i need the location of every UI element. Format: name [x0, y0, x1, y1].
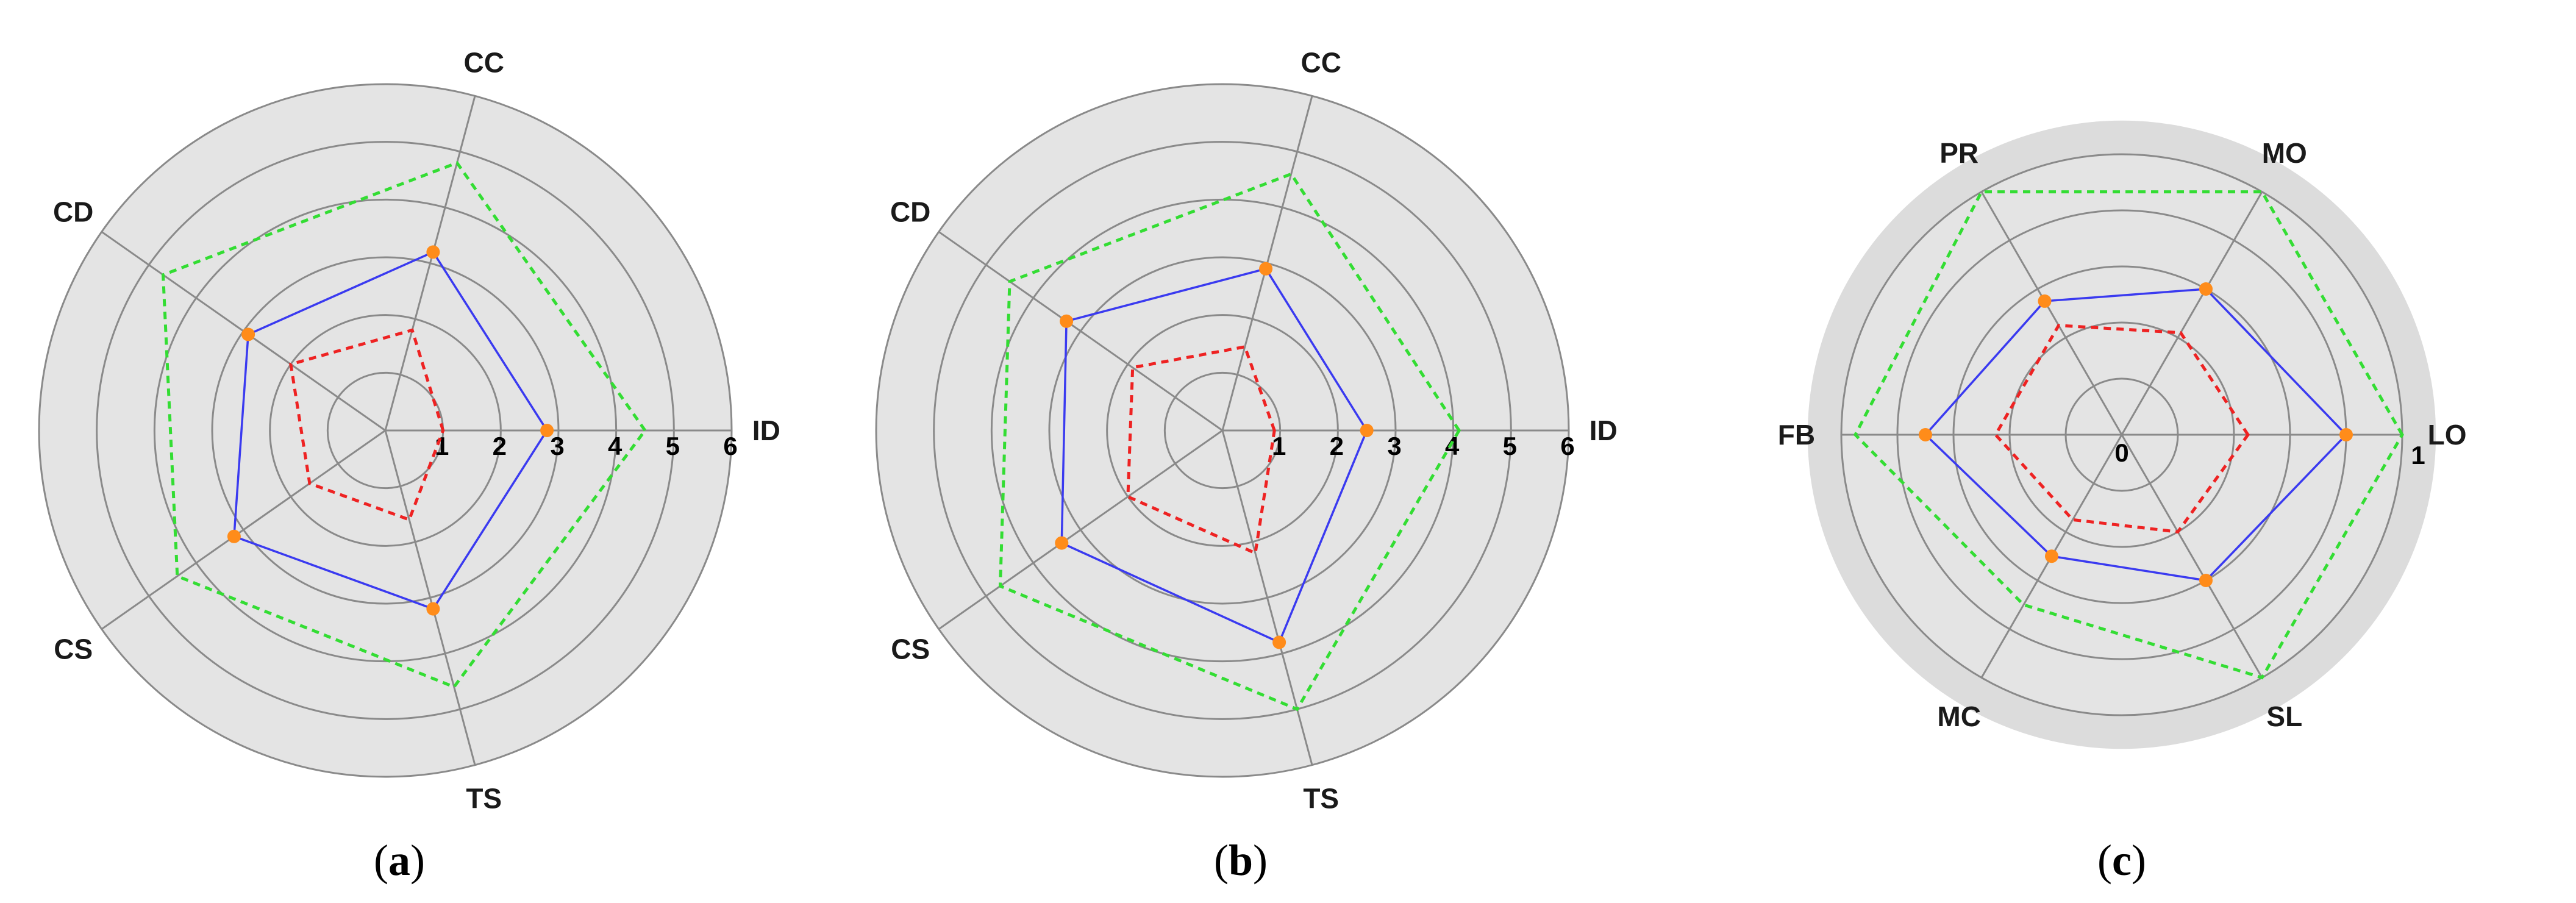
- data-point-marker: [1272, 635, 1286, 649]
- axis-label-cd: CD: [53, 196, 93, 228]
- data-point-marker: [540, 424, 554, 437]
- tick-label: 4: [608, 432, 623, 460]
- data-point-marker: [1055, 536, 1069, 550]
- tick-label: 0: [2114, 438, 2128, 467]
- axis-spoke: [938, 429, 1223, 630]
- data-point-marker: [2199, 282, 2213, 296]
- radar-chart-a: ID CC CD CS TS 1 2 3 4 5 6: [38, 46, 780, 815]
- radar-chart-c: LO MO PR FB MC SL 0 1: [1778, 120, 2467, 749]
- axis-spoke: [938, 230, 1223, 432]
- axis-label-ts: TS: [1303, 783, 1339, 815]
- series-polygon-red: [1126, 344, 1276, 555]
- data-point-marker: [2339, 428, 2353, 441]
- axis-spoke: [2121, 191, 2263, 435]
- axis-label-pr: PR: [1939, 137, 1978, 169]
- axis-spoke: [101, 429, 386, 630]
- axis-spoke: [2121, 434, 2263, 679]
- tick-label: 5: [1503, 432, 1517, 460]
- data-point-marker: [426, 245, 440, 259]
- caption-a: (a): [374, 836, 425, 885]
- axis-spoke: [384, 95, 476, 431]
- axis-label-lo: LO: [2428, 419, 2467, 451]
- data-point-marker: [227, 529, 241, 543]
- axis-label-cc: CC: [1300, 46, 1341, 78]
- series-polygon-green: [998, 172, 1461, 712]
- axis-label-ts: TS: [466, 783, 502, 815]
- series-polygon-blue: [1060, 267, 1368, 644]
- series-polygon-red: [1993, 324, 2250, 534]
- axis-label-cc: CC: [463, 46, 504, 78]
- data-point-marker: [1060, 314, 1074, 328]
- axis-spoke: [384, 430, 476, 766]
- series-polygon-green: [1853, 190, 2404, 680]
- tick-label: 1: [435, 432, 449, 460]
- tick-label: 6: [723, 432, 737, 460]
- axis-spoke: [1980, 191, 2123, 435]
- data-point-marker: [241, 327, 255, 341]
- axis-label-id: ID: [1589, 415, 1618, 446]
- axis-label-cd: CD: [890, 196, 930, 228]
- series-polygon-green: [161, 161, 648, 689]
- axis-label-sl: SL: [2266, 701, 2302, 732]
- caption-a-letter: a: [388, 836, 410, 885]
- data-point-marker: [2045, 549, 2058, 563]
- caption-c: (c): [2097, 836, 2146, 885]
- data-point-marker: [2199, 574, 2213, 587]
- axis-label-cs: CS: [891, 633, 930, 665]
- tick-label: 3: [1387, 432, 1401, 460]
- caption-c-letter: c: [2112, 836, 2132, 885]
- data-point-marker: [426, 602, 440, 616]
- tick-label: 6: [1560, 432, 1574, 460]
- caption-b-letter: b: [1229, 836, 1253, 885]
- tick-label: 2: [493, 432, 507, 460]
- data-point-marker: [1919, 428, 1932, 441]
- data-point-marker: [1360, 424, 1374, 437]
- series-polygon-blue: [233, 251, 549, 610]
- tick-label: 1: [1272, 432, 1286, 460]
- tick-label: 5: [666, 432, 680, 460]
- axis-label-id: ID: [752, 415, 780, 446]
- axis-label-mo: MO: [2262, 137, 2307, 169]
- data-point-marker: [1259, 262, 1273, 276]
- tick-label: 2: [1330, 432, 1344, 460]
- axis-label-fb: FB: [1778, 419, 1815, 451]
- axis-label-mc: MC: [1937, 701, 1981, 732]
- caption-b: (b): [1214, 836, 1268, 885]
- tick-label: 1: [2411, 441, 2425, 469]
- tick-label: 3: [550, 432, 564, 460]
- data-point-marker: [2038, 294, 2052, 308]
- axis-label-cs: CS: [54, 633, 93, 665]
